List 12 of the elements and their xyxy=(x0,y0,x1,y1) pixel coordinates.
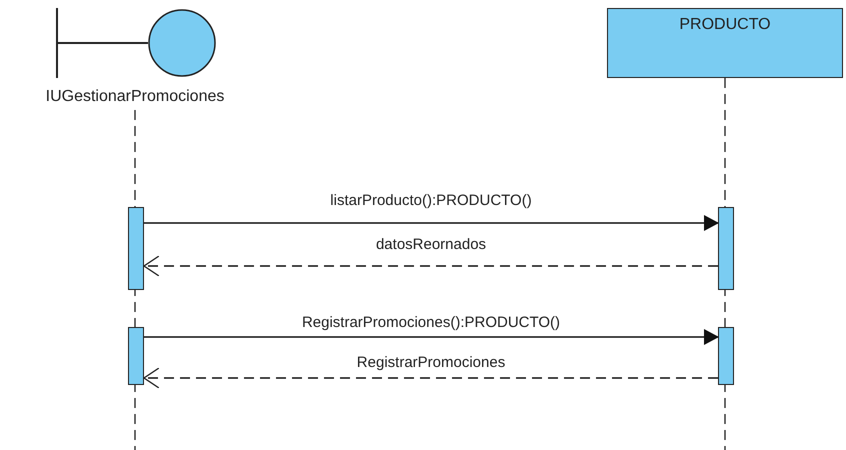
edge-label: RegistrarPromociones xyxy=(354,354,508,371)
message-arrow xyxy=(144,329,719,345)
activation-bar xyxy=(128,327,144,385)
lifeline-name: IUGestionarPromociones xyxy=(46,88,224,106)
activation-bar xyxy=(718,327,734,385)
edge-label: listarProducto():PRODUCTO() xyxy=(328,192,534,209)
return-arrow xyxy=(143,255,718,277)
object-box: PRODUCTO xyxy=(607,8,843,78)
message-arrow xyxy=(144,215,719,231)
return-arrow xyxy=(143,367,718,389)
activation-bar xyxy=(718,207,734,290)
activation-bar xyxy=(128,207,144,290)
